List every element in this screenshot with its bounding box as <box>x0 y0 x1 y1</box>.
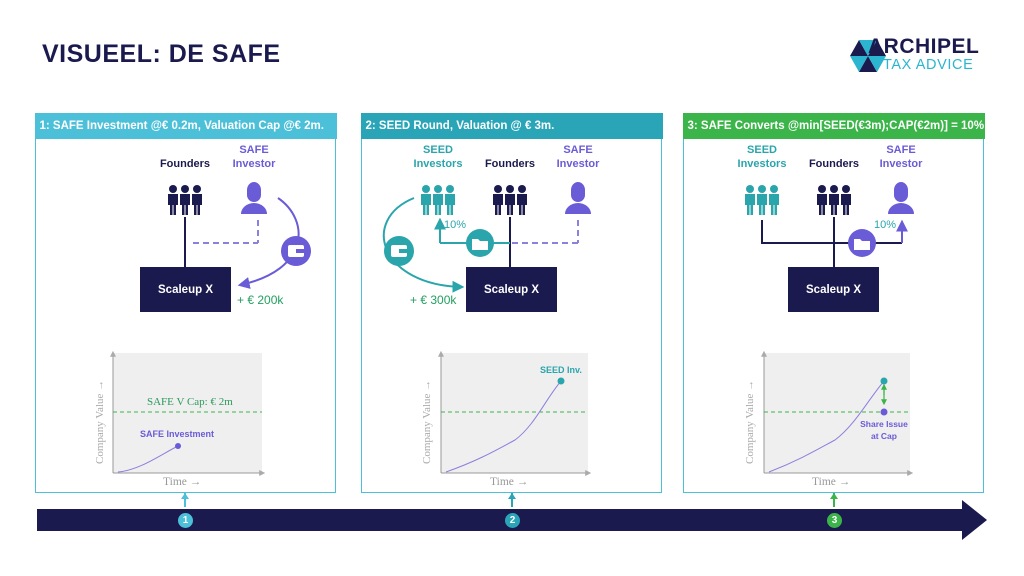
y-axis-label: Company Value → <box>94 379 106 464</box>
chart-background <box>441 353 588 473</box>
step-2-header: 2: SEED Round, Valuation @ € 3m. <box>360 112 663 139</box>
amount-label: + € 200k <box>237 293 284 307</box>
point-label: SEED Inv. <box>540 365 582 375</box>
safe-investor-label: SAFE Investor <box>879 144 923 170</box>
founders-label: Founders <box>808 158 860 170</box>
step-3-header: 3: SAFE Converts @min[SEED(€3m);CAP(€2m)… <box>682 112 985 139</box>
y-axis-label: Company Value → <box>421 379 433 464</box>
safe-investor-label: SAFE Investor <box>232 144 276 170</box>
timeline-arrow <box>37 500 987 540</box>
chart-background <box>113 353 262 473</box>
point-label: Share Issue at Cap <box>860 419 908 441</box>
amount-label: + € 300k <box>410 293 457 307</box>
folder-icon <box>466 229 494 257</box>
step-3-marker: 3 <box>827 513 842 528</box>
share-label: 10% <box>874 219 897 231</box>
x-axis-label: Time → <box>163 476 202 488</box>
founders-label: Founders <box>159 158 211 170</box>
founders-label: Founders <box>484 158 536 170</box>
value-curve <box>768 380 885 473</box>
logo-tagline: TAX ADVICE <box>883 57 974 73</box>
seed-point <box>880 377 888 385</box>
value-curve <box>117 445 179 473</box>
wallet-icon <box>384 236 414 266</box>
point-label: SAFE Investment <box>140 429 215 439</box>
y-axis-label: Company Value → <box>744 379 756 464</box>
step-2-marker: 2 <box>505 513 520 528</box>
x-axis-label: Time → <box>490 476 529 488</box>
company-box: Scaleup X <box>466 267 557 312</box>
folder-icon <box>848 229 876 257</box>
step-1-header: 1: SAFE Investment @€ 0.2m, Valuation Ca… <box>34 112 337 139</box>
safe-investor-label: SAFE Investor <box>556 144 600 170</box>
page-title: VISUEEL: DE SAFE <box>42 40 281 68</box>
step-2-panel: 2: SEED Round, Valuation @ € 3m. <box>360 112 663 493</box>
logo-name: ARCHIPEL <box>868 35 980 58</box>
step-3-panel: 3: SAFE Converts @min[SEED(€3m);CAP(€2m)… <box>682 112 985 493</box>
x-axis-label: Time → <box>812 476 851 488</box>
value-curve <box>445 380 562 473</box>
seed-investors-label: SEED Investors <box>413 144 463 170</box>
seed-investors-label: SEED Investors <box>737 144 787 170</box>
archipel-logo-icon <box>850 40 886 72</box>
company-box: Scaleup X <box>140 267 231 312</box>
step-1-marker: 1 <box>178 513 193 528</box>
company-box: Scaleup X <box>788 267 879 312</box>
cap-point <box>880 408 888 416</box>
seed-point <box>557 377 565 385</box>
step-1-panel: 1: SAFE Investment @€ 0.2m, Valuation Ca… <box>34 112 337 493</box>
wallet-icon <box>281 236 311 266</box>
share-label: 10% <box>444 219 467 231</box>
cap-label: SAFE V Cap: € 2m <box>147 396 233 408</box>
investment-point <box>175 443 181 449</box>
